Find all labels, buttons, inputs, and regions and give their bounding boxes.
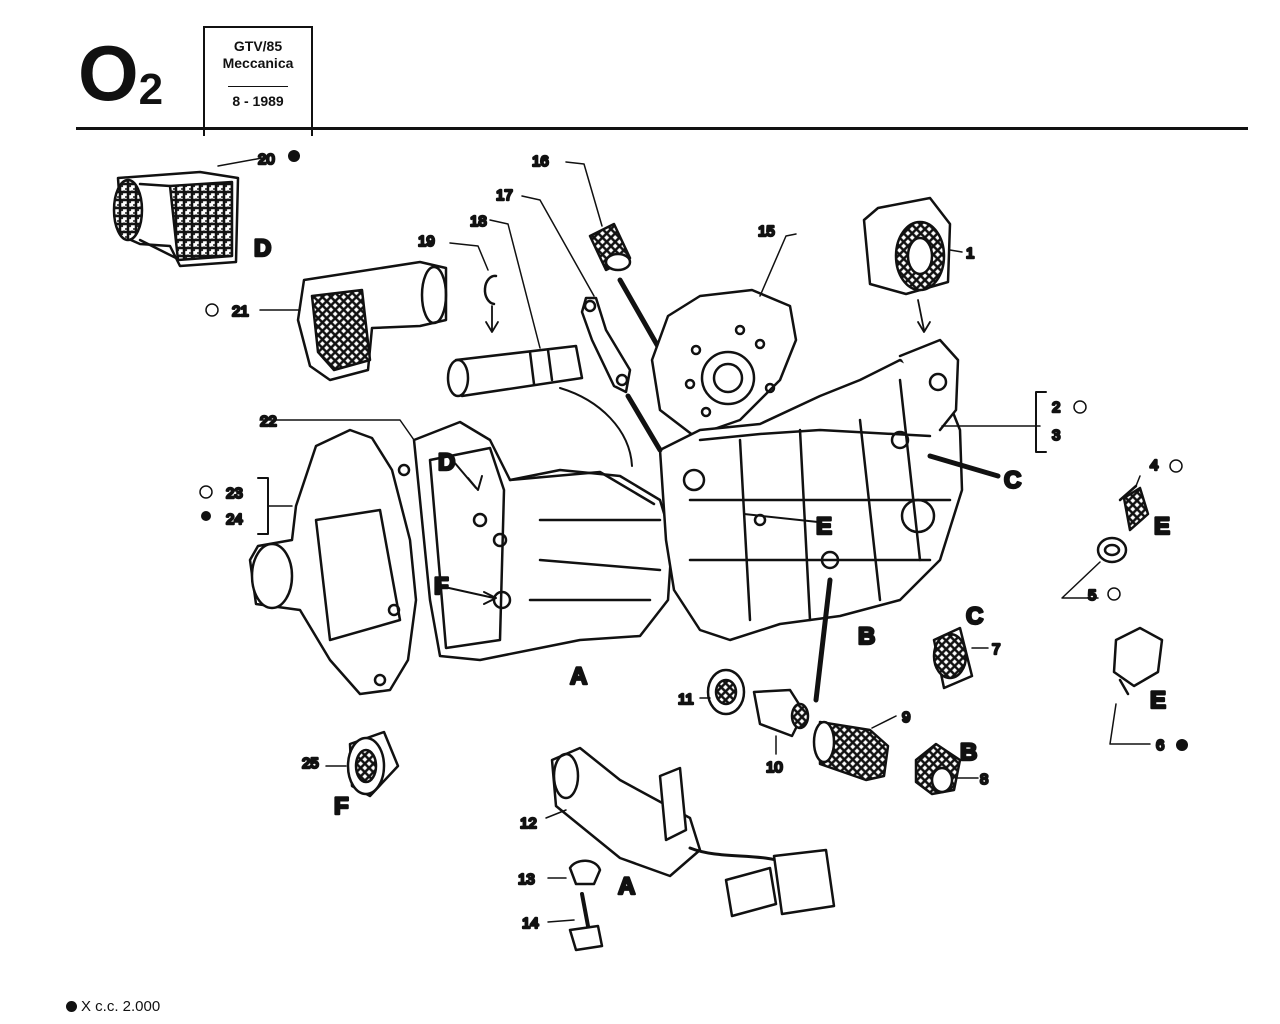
callout-15: 15 bbox=[758, 223, 775, 240]
view-letter-a-case: A bbox=[570, 663, 587, 690]
callout-13: 13 bbox=[518, 871, 535, 888]
part-4-plug bbox=[1118, 475, 1150, 532]
callout-14: 14 bbox=[522, 915, 539, 932]
optional-marker-2 bbox=[1073, 400, 1087, 414]
callout-17: 17 bbox=[496, 187, 513, 204]
section-code-sub: 2 bbox=[138, 65, 164, 114]
callout-25: 25 bbox=[302, 755, 319, 772]
part-19-circlip bbox=[483, 274, 498, 306]
part-1-bushing bbox=[862, 196, 963, 333]
view-letter-e-plug: E bbox=[1154, 513, 1170, 540]
callout-19: 19 bbox=[418, 233, 435, 250]
part-6-sensor bbox=[1109, 626, 1164, 745]
optional-marker-21 bbox=[205, 303, 219, 317]
view-letter-c-case: C bbox=[1004, 467, 1021, 494]
header-rule bbox=[76, 127, 1248, 130]
part-25-bearing bbox=[325, 730, 400, 798]
legend-footnote: X c.c. 2.000 bbox=[66, 998, 160, 1015]
part-14-screw bbox=[547, 892, 604, 952]
pointer-E bbox=[743, 513, 819, 523]
x-cc-legend-marker bbox=[66, 1001, 77, 1012]
callout-24: 24 bbox=[226, 511, 243, 528]
view-letter-b-nut: B bbox=[960, 739, 977, 766]
legend-footnote-text: X c.c. 2.000 bbox=[81, 998, 161, 1015]
callout-22: 22 bbox=[260, 413, 277, 430]
part-17-bracket bbox=[521, 195, 632, 394]
title-block: GTV/85 Meccanica 8 - 1989 bbox=[203, 26, 313, 136]
callout-23: 23 bbox=[226, 485, 243, 502]
part-8-nut bbox=[914, 742, 979, 796]
date-label: 8 - 1989 bbox=[232, 93, 284, 109]
callout-4: 4 bbox=[1150, 457, 1158, 474]
callout-6: 6 bbox=[1156, 737, 1164, 754]
callout-9: 9 bbox=[902, 709, 910, 726]
callout-2: 2 bbox=[1052, 399, 1060, 416]
part-7-seal bbox=[932, 626, 989, 690]
section-code-letter: O bbox=[78, 29, 139, 117]
part-12-sender bbox=[545, 746, 836, 918]
callout-21: 21 bbox=[232, 303, 249, 320]
leader-19 bbox=[449, 242, 489, 271]
view-letter-d-top: D bbox=[254, 235, 271, 262]
optional-marker-5 bbox=[1107, 587, 1121, 601]
callout-11: 11 bbox=[678, 691, 694, 708]
gearbox-case-front bbox=[412, 387, 674, 662]
view-letter-f-case: F bbox=[434, 573, 449, 600]
optional-marker-4 bbox=[1169, 459, 1183, 473]
callout-12: 12 bbox=[520, 815, 537, 832]
part-21-hose bbox=[259, 260, 448, 382]
part-22-bellhousing bbox=[248, 419, 418, 696]
part-5-washer bbox=[1061, 536, 1128, 599]
view-letter-d-case: D bbox=[438, 449, 455, 476]
pointer-17 bbox=[625, 393, 663, 453]
view-letter-c-seal: C bbox=[966, 603, 983, 630]
pointer-C bbox=[927, 453, 1001, 479]
view-letter-b-case: B bbox=[858, 623, 875, 650]
view-letter-a-sender: A bbox=[618, 873, 635, 900]
optional-marker-23 bbox=[199, 485, 213, 499]
x-cc-marker-20 bbox=[288, 150, 300, 162]
callout-1: 1 bbox=[966, 245, 974, 262]
callout-20: 20 bbox=[258, 151, 275, 168]
bracket-23-24 bbox=[257, 477, 269, 535]
callout-10: 10 bbox=[766, 759, 783, 776]
view-letter-e-case: E bbox=[816, 513, 832, 540]
callout-18: 18 bbox=[470, 213, 487, 230]
part-15-plate bbox=[650, 233, 798, 438]
part-13-clip bbox=[547, 859, 602, 886]
category-label: Meccanica bbox=[222, 55, 294, 71]
part-9-pinion bbox=[812, 715, 897, 782]
section-code: O2 bbox=[78, 34, 164, 114]
part-11-seal bbox=[699, 668, 746, 716]
x-cc-marker-24 bbox=[201, 511, 211, 521]
gearbox-case-rear bbox=[658, 338, 964, 642]
part-18-shaft bbox=[446, 219, 584, 398]
callout-7: 7 bbox=[992, 641, 1000, 658]
callout-16: 16 bbox=[532, 153, 549, 170]
model-label: GTV/85 bbox=[233, 38, 283, 54]
pointer-9 bbox=[813, 577, 833, 703]
view-letter-e-sensor: E bbox=[1150, 687, 1166, 714]
part-10-switch bbox=[752, 688, 810, 755]
callout-5: 5 bbox=[1088, 587, 1096, 604]
part-20-elbow bbox=[112, 157, 263, 268]
bracket-2-3 bbox=[1035, 391, 1047, 453]
callout-3: 3 bbox=[1052, 427, 1060, 444]
x-cc-marker-6 bbox=[1176, 739, 1188, 751]
callout-8: 8 bbox=[980, 771, 988, 788]
view-letter-f-bearing: F bbox=[334, 793, 349, 820]
title-divider bbox=[228, 86, 288, 87]
